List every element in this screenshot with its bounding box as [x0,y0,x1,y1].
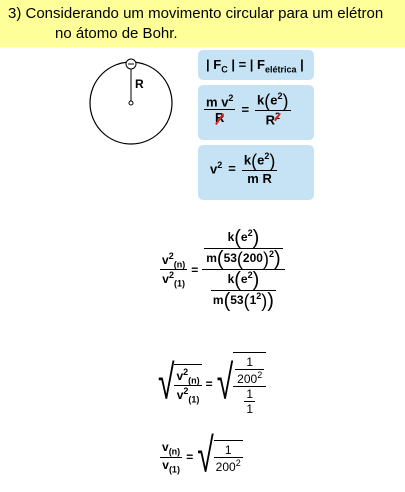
equals-sign: = [241,101,250,117]
force-equality-box: | FC | = | Felétrica | [198,50,314,80]
ratio-equation-box: m v2 R = k(e2) R2 [198,85,314,140]
final-velocity-ratio: v(n) v(1) = √ 1 2002 [160,429,243,483]
equals-sign: = [238,57,247,72]
sqrt-ratio-step: √ v2(n) v2(1) = √ 1 2002 1 1 [158,352,267,416]
centripetal-subscript: C [221,64,228,75]
cancelled-exponent: 2 [274,110,280,121]
compound-fraction: k(e2) m(53(200)2) k(e2) m(53(12)) [202,228,285,311]
velocity-squared-ratio: v2(n) v2(1) [160,250,188,289]
force-symbol: F [213,57,222,72]
right-fraction: k(e2) R2 [255,90,291,128]
question-header [0,0,405,47]
cancelled-r: R [215,110,225,126]
velocity-result-box: v2 = k(e2) m R [198,145,314,200]
velocity-ratio-derivation: v2(n) v2(1) = k(e2) m(53(200)2) k(e2) m(… [160,228,285,311]
velocity-fraction: k(e2) m R [241,150,278,186]
equals-sign: = [228,160,236,176]
left-fraction: m v2 R [204,92,236,126]
question-text-line1: 3) Considerando um movimento circular pa… [8,5,384,22]
electric-subscript: elétrica [264,64,297,75]
question-text-line2: no átomo de Bohr. [55,25,178,42]
bohr-orbit-diagram [89,58,173,145]
nucleus-marker [128,100,134,106]
radius-label: R [135,77,144,91]
